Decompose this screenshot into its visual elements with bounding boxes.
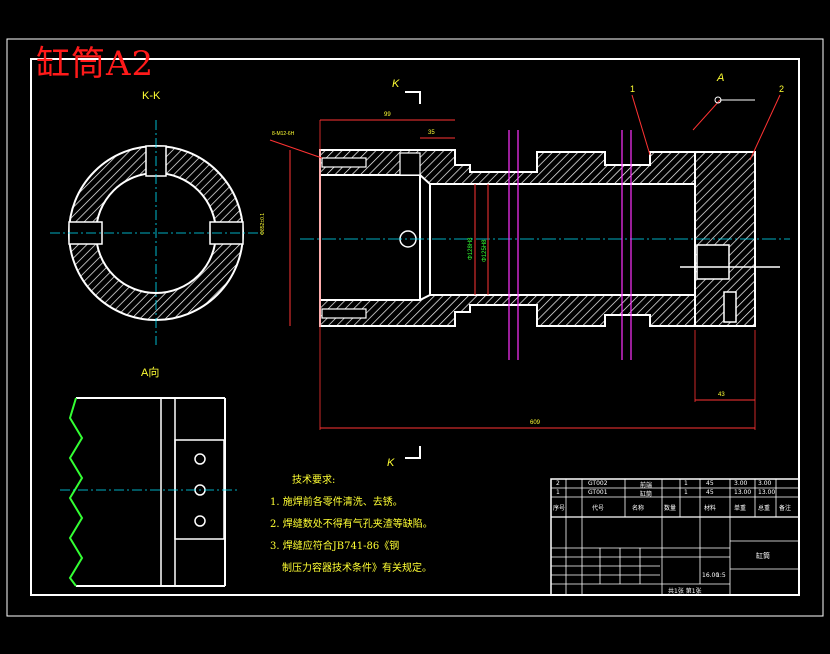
- dim-99: 99: [384, 112, 391, 118]
- section-view-kk: [50, 120, 262, 345]
- tb-row-mat: 45: [706, 480, 714, 487]
- tb-sheet: 共1张 第1张: [668, 588, 702, 595]
- tb-header: 名称: [632, 505, 645, 512]
- tb-row-w1: 3.00: [734, 480, 748, 487]
- notes-heading: 技术要求:: [292, 475, 336, 486]
- technical-notes: 技术要求: 1. 施焊前各零件清洗、去锈。 2. 焊缝数处不得有气孔夹渣等缺陷。…: [270, 470, 433, 580]
- section-label: K-K: [142, 90, 161, 102]
- dim-thread: 8-M12-6H: [272, 131, 295, 137]
- tb-row-qty: 1: [684, 489, 688, 496]
- leader-number-1: 1: [630, 84, 636, 94]
- tb-row-name: 缸筒: [640, 491, 653, 498]
- tb-row-name: 前端: [640, 482, 653, 489]
- dim-35: 35: [428, 130, 435, 136]
- note-item: 制压力容器技术条件》有关规定。: [282, 563, 432, 574]
- main-section-view: [269, 91, 790, 459]
- tb-header: 材料: [704, 505, 717, 512]
- a-view: [60, 397, 240, 587]
- note-item: 3. 焊缝应符合JB741-86《钢: [270, 541, 400, 552]
- tb-row-w2: 3.00: [758, 480, 772, 487]
- weld-label: A: [717, 72, 725, 84]
- note-item: 1. 施焊前各零件清洗、去锈。: [270, 497, 403, 508]
- tb-row-w2: 13.00: [758, 489, 776, 496]
- dim-outer-diameter: Φ852±0.1: [260, 212, 266, 235]
- tb-scale: 1:5: [716, 572, 726, 579]
- tb-row-qty: 1: [684, 480, 688, 487]
- outer-frame: [6, 38, 824, 617]
- tb-row-no: 2: [556, 480, 560, 487]
- note-item: 2. 焊缝数处不得有气孔夹渣等缺陷。: [270, 519, 433, 530]
- tb-header: 序号: [553, 505, 566, 512]
- drawing-title: 缸筒A2: [36, 44, 155, 84]
- tb-header: 数量: [664, 505, 677, 512]
- dim-609: 609: [530, 420, 541, 426]
- tb-row-w1: 13.00: [734, 489, 752, 496]
- tb-row-no: 1: [556, 489, 560, 496]
- dim-bore-2: Φ125H8: [482, 239, 488, 262]
- tb-row-mat: 45: [706, 489, 714, 496]
- cut-mark-bottom: K: [387, 457, 395, 469]
- tb-header: 单重: [734, 505, 747, 512]
- tb-row-code: GT002: [588, 480, 608, 487]
- cut-mark-top: K: [392, 78, 400, 90]
- dim-bore-1: Φ128H8: [468, 237, 474, 260]
- tb-header: 备注: [779, 505, 792, 512]
- tb-weight: 16.00: [702, 572, 720, 579]
- tb-part-name: 缸筒: [756, 552, 770, 560]
- title-block: [550, 478, 800, 596]
- tb-header: 总重: [758, 505, 771, 512]
- inner-frame: [30, 58, 800, 596]
- tb-row-code: GT001: [588, 489, 608, 496]
- dim-43: 43: [718, 392, 725, 398]
- leader-number-2: 2: [779, 84, 785, 94]
- tb-header: 代号: [592, 505, 605, 512]
- view-label: A向: [141, 367, 160, 379]
